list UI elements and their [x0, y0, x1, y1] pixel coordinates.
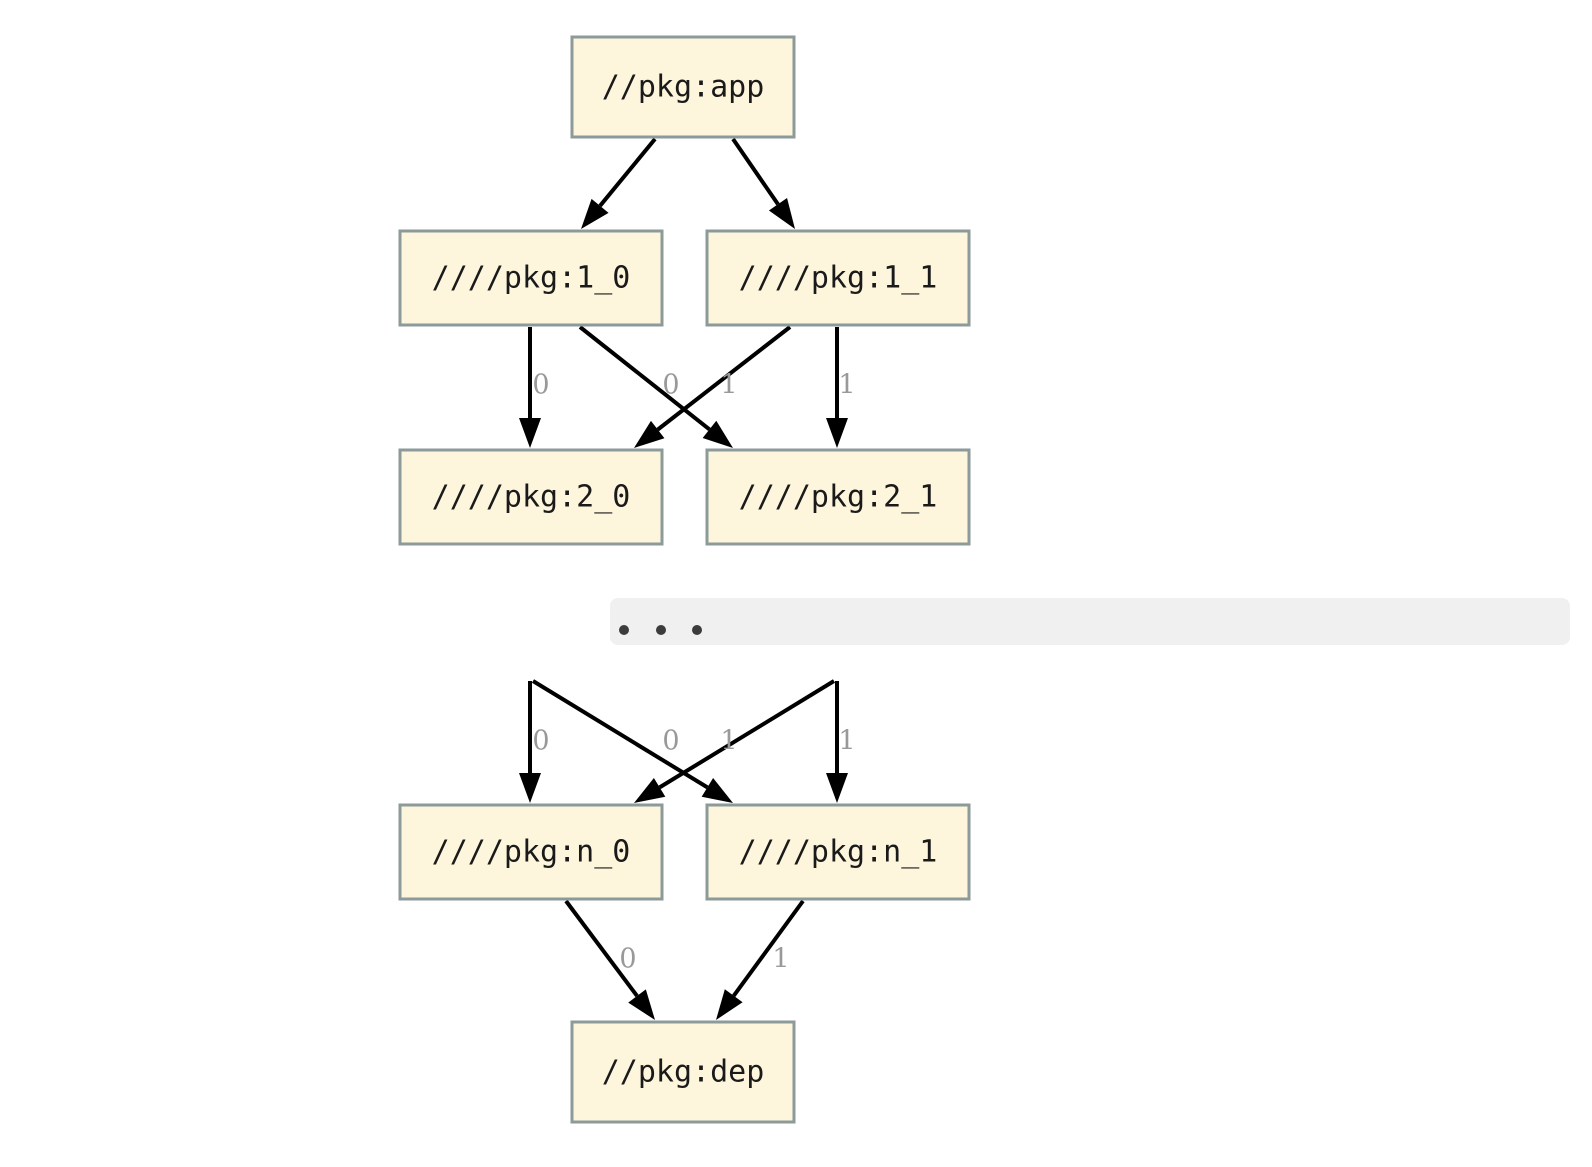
edge-line: [531, 679, 709, 790]
graph-edge: 0: [531, 679, 733, 803]
edge-arrowhead: [826, 773, 848, 803]
edge-arrowhead: [519, 773, 541, 803]
node-label: ////pkg:n_1: [739, 835, 938, 870]
graph-edge: 0: [564, 899, 655, 1020]
truncation-band: [610, 598, 1570, 645]
edge-label: 0: [532, 726, 549, 757]
ellipsis-dot: [619, 625, 629, 635]
graph-edge: 0: [519, 681, 550, 803]
edge-line: [578, 325, 711, 431]
edge-arrowhead: [716, 989, 743, 1020]
edge-arrowhead: [634, 777, 666, 803]
edge-arrowhead: [826, 418, 848, 448]
graph-node-app[interactable]: //pkg:app: [570, 35, 796, 139]
node-label: ////pkg:2_0: [432, 480, 631, 515]
graph-node-dep[interactable]: //pkg:dep: [570, 1020, 796, 1124]
edge-arrowhead: [628, 989, 655, 1020]
graph-edge: 1: [716, 899, 805, 1020]
node-label: //pkg:app: [602, 70, 765, 105]
graph-edge: 1: [826, 327, 856, 448]
graph-edge: 0: [519, 327, 550, 448]
edge-label: 1: [720, 370, 737, 401]
edge-line: [656, 325, 792, 432]
graph-edge: 0: [578, 325, 733, 448]
edge-label: 0: [662, 726, 679, 757]
edge-arrowhead: [519, 418, 541, 448]
edge-line: [732, 899, 805, 997]
graph-edge: [731, 137, 795, 229]
ellipsis-layer: [610, 598, 1570, 645]
node-box[interactable]: [705, 448, 971, 546]
node-label: ////pkg:2_1: [739, 480, 938, 515]
edge-arrowhead: [581, 198, 609, 229]
edges-layer: 0 0 1 1 0 0 1 1 0 1: [519, 137, 856, 1020]
graph-node-p1_1[interactable]: ////pkg:1_1: [705, 229, 971, 327]
graph-edge: 1: [634, 325, 792, 448]
edge-arrowhead: [702, 420, 733, 448]
edge-label: 0: [619, 944, 636, 975]
node-label: ////pkg:1_1: [739, 261, 938, 296]
edge-line: [564, 899, 639, 998]
truncation-indicator: [610, 598, 1570, 645]
edge-label: 0: [532, 370, 549, 401]
edge-label: 0: [662, 370, 679, 401]
node-box[interactable]: [570, 1020, 796, 1124]
edge-label: 1: [720, 726, 737, 757]
graph-node-pn_0[interactable]: ////pkg:n_0: [398, 803, 664, 901]
node-box[interactable]: [398, 803, 664, 901]
ellipsis-dot: [656, 625, 666, 635]
ellipsis-dot: [692, 625, 702, 635]
node-box[interactable]: [398, 448, 664, 546]
edge-arrowhead: [634, 420, 665, 448]
node-box[interactable]: [570, 35, 796, 139]
node-label: ////pkg:n_0: [432, 835, 631, 870]
graph-node-p2_1[interactable]: ////pkg:2_1: [705, 448, 971, 546]
graph-node-p1_0[interactable]: ////pkg:1_0: [398, 229, 664, 327]
graph-node-pn_1[interactable]: ////pkg:n_1: [705, 803, 971, 901]
edge-label: 1: [838, 726, 855, 757]
node-box[interactable]: [705, 803, 971, 901]
edge-arrowhead: [701, 777, 733, 803]
graph-edge: 1: [826, 681, 856, 803]
edge-arrowhead: [768, 198, 795, 229]
node-label: //pkg:dep: [602, 1055, 765, 1090]
edge-line: [658, 679, 836, 790]
graph-edge: [581, 137, 657, 229]
edge-line: [598, 137, 657, 208]
node-label: ////pkg:1_0: [432, 261, 631, 296]
graph-node-p2_0[interactable]: ////pkg:2_0: [398, 448, 664, 546]
node-box[interactable]: [705, 229, 971, 327]
nodes-layer: //pkg:app ////pkg:1_0 ////pkg:1_1 ////pkg:2…: [398, 35, 971, 1124]
node-box[interactable]: [398, 229, 664, 327]
graph-edge: 1: [634, 679, 836, 803]
edge-label: 1: [772, 944, 789, 975]
edge-line: [731, 137, 780, 206]
edge-label: 1: [838, 370, 855, 401]
